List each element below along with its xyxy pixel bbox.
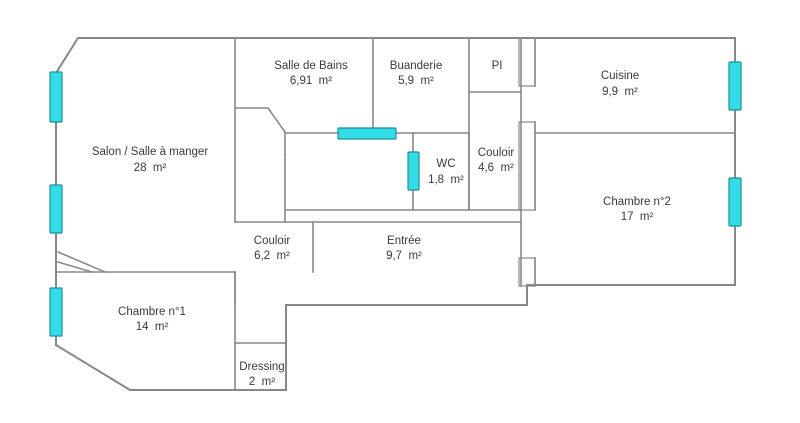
room-label-chambre-2: Chambre n°2 <box>603 196 671 208</box>
room-label-dressing: Dressing <box>239 361 284 373</box>
room-area-wc: 1,8 m² <box>428 174 464 186</box>
window-wc[interactable] <box>407 151 420 191</box>
window-center-horizontal[interactable] <box>337 127 397 140</box>
room-area-couloir-6-2: 6,2 m² <box>254 250 290 262</box>
room-area-chambre-1: 14 m² <box>136 321 169 333</box>
room-label-salle-de-bains: Salle de Bains <box>274 60 348 72</box>
door-swing-2 <box>57 261 93 273</box>
room-area-cuisine: 9,9 m² <box>602 86 638 98</box>
room-area-couloir-4-6: 4,6 m² <box>478 162 514 174</box>
door-swing-1 <box>56 250 107 274</box>
room-area-chambre-2: 17 m² <box>621 211 654 223</box>
room-label-cuisine: Cuisine <box>601 70 639 82</box>
room-label-entree: Entrée <box>387 235 421 247</box>
windows-group <box>49 61 742 337</box>
wall-top <box>54 37 736 75</box>
wall-bottom-left <box>54 343 231 391</box>
window-left-middle[interactable] <box>49 184 63 234</box>
room-labels-group: Salon / Salle à manger 28 m² Salle de Ba… <box>92 60 671 388</box>
room-label-chambre-1: Chambre n°1 <box>118 306 186 318</box>
window-right-lower[interactable] <box>728 177 742 227</box>
room-label-wc: WC <box>436 158 455 170</box>
wall-bottom-entree <box>285 284 528 306</box>
room-label-couloir-4-6: Couloir <box>478 147 515 159</box>
room-label-salon: Salon / Salle à manger <box>92 146 209 158</box>
room-area-salle-de-bains: 6,91 m² <box>290 75 332 87</box>
window-left-lower[interactable] <box>49 287 63 337</box>
room-label-couloir-6-2: Couloir <box>254 235 291 247</box>
room-label-buanderie: Buanderie <box>390 60 442 72</box>
room-label-pi: PI <box>492 60 503 72</box>
window-left-upper[interactable] <box>49 71 63 123</box>
room-area-buanderie: 5,9 m² <box>398 75 434 87</box>
hatched-wall-group <box>518 37 536 287</box>
partition-sdb-chamfer <box>234 107 286 156</box>
room-area-entree: 9,7 m² <box>386 250 422 262</box>
room-area-salon: 28 m² <box>134 162 167 174</box>
room-area-dressing: 2 m² <box>249 376 275 388</box>
window-right-upper[interactable] <box>728 61 742 111</box>
